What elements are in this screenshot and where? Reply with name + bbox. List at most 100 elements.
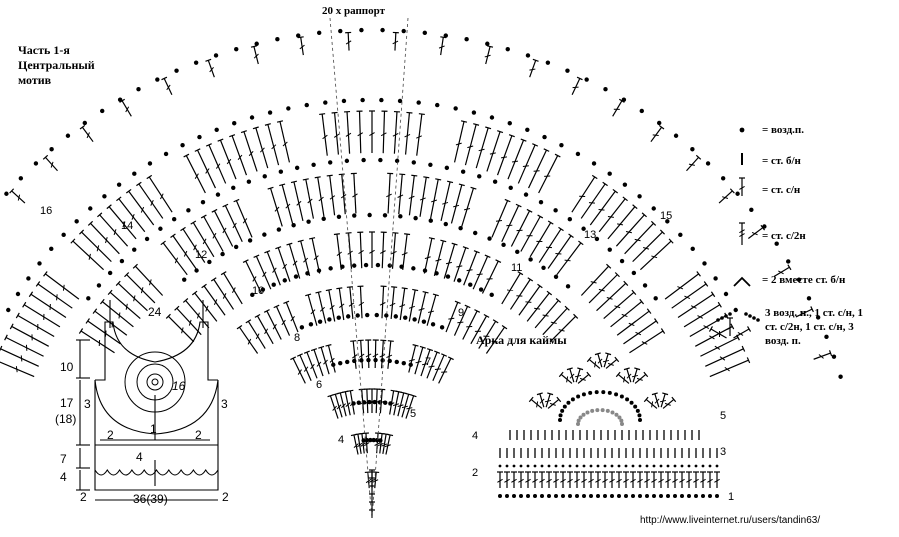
stitch-stem — [308, 295, 317, 326]
chain-dot — [623, 182, 627, 186]
chain-dot — [207, 260, 211, 264]
chain-dot — [380, 28, 384, 32]
chain-dot — [540, 494, 544, 498]
chain-dot — [673, 494, 677, 498]
part-title-line-3: мотив — [18, 73, 51, 88]
stitch-stem — [492, 201, 508, 238]
chain-dot — [461, 170, 465, 174]
chain-dot — [657, 121, 661, 125]
chain-dot — [327, 317, 331, 321]
stitch-stem — [613, 101, 622, 116]
chain-dot — [687, 494, 691, 498]
chain-dot — [716, 318, 720, 322]
chain-dot — [568, 494, 572, 498]
chain-dot — [695, 465, 698, 468]
chain-dot — [132, 172, 136, 176]
stitch-top — [413, 345, 419, 346]
chain-dot — [519, 494, 523, 498]
stitch-stem — [244, 132, 257, 172]
chain-dot — [250, 115, 254, 119]
stitch-top — [406, 112, 412, 113]
stitch-stem — [294, 182, 303, 221]
row-number: 6 — [316, 379, 322, 391]
chain-dot — [164, 152, 168, 156]
stitch-stem — [431, 179, 439, 218]
chain-dot — [728, 312, 732, 316]
stitch-bar — [591, 282, 597, 283]
chain-dot — [667, 465, 670, 468]
schem-bottom-width: 36(39) — [133, 492, 168, 506]
stitch-top — [347, 390, 353, 391]
stitch-top — [440, 240, 446, 241]
stitch-stem — [236, 201, 252, 238]
chain-dot — [637, 194, 641, 198]
stitch-bar — [435, 369, 441, 370]
stitch-bar — [402, 406, 408, 407]
stitch-stem — [314, 350, 323, 377]
part-title-line-1: Часть 1-я — [18, 43, 70, 58]
schem-spiral-ring — [147, 374, 163, 390]
chain-dot — [74, 219, 78, 223]
stitch-stem — [380, 434, 382, 454]
chain-dot — [102, 194, 106, 198]
stitch-top — [202, 284, 207, 287]
chain-dot — [546, 60, 550, 64]
stitch-stem — [208, 60, 214, 77]
stitch-stem — [519, 286, 540, 315]
stitch-top — [388, 341, 394, 342]
stitch-bar — [291, 316, 295, 321]
stitch-top — [396, 391, 402, 392]
chain-dot — [445, 166, 449, 170]
stitch-stem — [420, 177, 426, 217]
chain-dot — [501, 243, 505, 247]
chain-dot — [576, 152, 580, 156]
chain-dot — [444, 222, 448, 226]
stitch-top — [537, 284, 542, 287]
chain-dot — [379, 98, 383, 102]
chain-dot — [367, 213, 371, 217]
chain-dot — [527, 465, 530, 468]
stitch-top — [399, 174, 405, 175]
chain-dot — [584, 77, 588, 81]
chain-dot — [525, 128, 529, 132]
stitch-bar — [467, 270, 473, 271]
chain-dot — [566, 284, 570, 288]
stitch-bar — [573, 87, 579, 88]
stitch-bar — [496, 220, 502, 221]
arch-row-5: 5 — [720, 410, 726, 422]
chain-dot — [681, 465, 684, 468]
chain-dot — [83, 121, 87, 125]
chain-dot — [582, 494, 586, 498]
stitch-stem — [527, 293, 549, 321]
chain-dot — [568, 217, 572, 221]
row-number: 12 — [195, 249, 207, 261]
chain-dot — [220, 252, 224, 256]
chain-dot — [232, 121, 236, 125]
chain-dot — [702, 465, 705, 468]
chain-dot — [317, 31, 321, 35]
stitch-bar — [599, 209, 605, 210]
chain-dot — [620, 259, 624, 263]
chain-dot — [632, 271, 636, 275]
chain-dot — [277, 227, 281, 231]
chain-dot — [756, 318, 760, 322]
chain-dot — [231, 186, 235, 190]
stitch-stem — [482, 261, 498, 293]
chain-dot — [305, 103, 309, 107]
stitch-stem — [572, 177, 595, 212]
chain-dot — [376, 263, 380, 267]
chain-dot — [603, 87, 607, 91]
stitch-bar — [457, 322, 463, 323]
chain-dot — [832, 354, 836, 358]
chain-dot — [748, 314, 752, 318]
chain-dot — [234, 47, 238, 51]
schem-section-3-left: 3 — [84, 397, 91, 411]
stitch-bar — [617, 224, 623, 225]
chain-dot — [136, 87, 140, 91]
chain-dot — [620, 395, 624, 399]
stitch-bar — [545, 400, 551, 401]
row-number: 5 — [410, 408, 416, 420]
stitch-top — [423, 292, 429, 293]
schem-section-1: 1 — [150, 422, 157, 436]
stitch-top — [334, 234, 340, 235]
